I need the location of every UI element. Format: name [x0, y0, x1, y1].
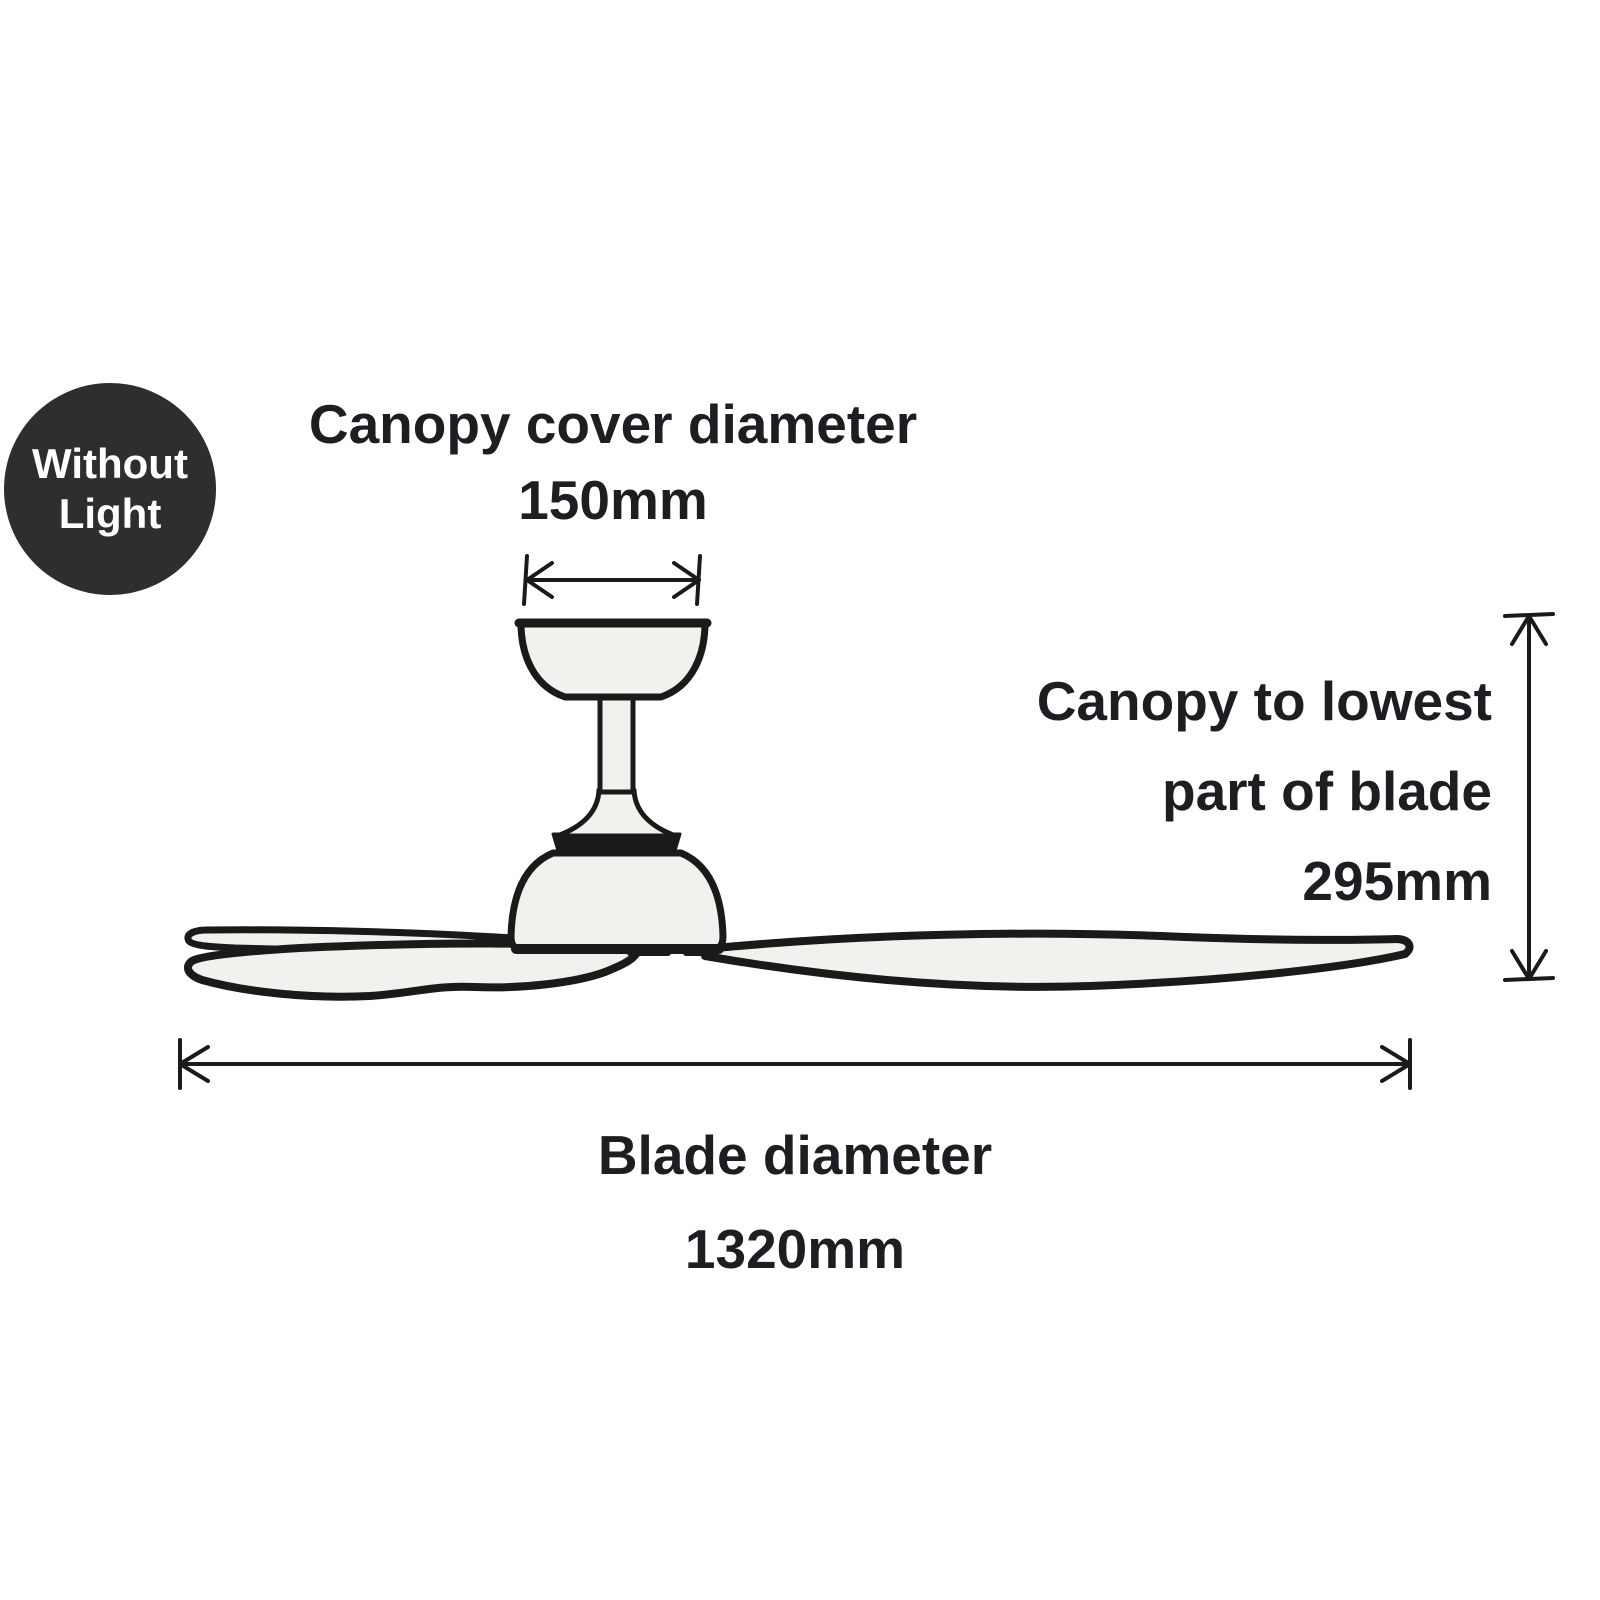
- canopy-arrow-left-head: [525, 561, 554, 599]
- blade-diameter-label-text: Blade diameter: [597, 1124, 993, 1186]
- canopy-diameter-arrow: [522, 554, 702, 606]
- canopy-to-blade-text-1: Canopy to lowest: [1036, 670, 1492, 732]
- blade-diameter-value: 1320mm: [684, 1218, 906, 1280]
- canopy-cover-label-text: Canopy cover diameter: [308, 393, 918, 455]
- canopy-cover-value: 150mm: [518, 469, 708, 531]
- canopy-shape: [517, 619, 709, 701]
- right-blade-shape: [701, 929, 1414, 991]
- fan-blades: [183, 926, 1414, 1001]
- motor-housing: [507, 787, 727, 956]
- badge-line-2: Light: [58, 490, 162, 537]
- blade-diameter-arrow: [178, 1038, 1412, 1090]
- motor-dome-shape: [507, 849, 727, 953]
- downrod-shape: [597, 691, 636, 795]
- height-dimension-arrow: [1503, 612, 1555, 982]
- canopy-to-blade-text-2: part of blade: [1161, 760, 1492, 822]
- canopy-to-blade-value: 295mm: [1302, 850, 1492, 912]
- badge-line-1: Without: [32, 440, 188, 487]
- blade-diameter-label: Blade diameter 1320mm: [445, 1108, 1145, 1296]
- blade-arrow-left-head: [178, 1045, 210, 1083]
- canopy-cover-diameter-label: Canopy cover diameter 150mm: [263, 386, 963, 538]
- canopy-to-blade-label: Canopy to lowest part of blade 295mm: [932, 656, 1492, 926]
- without-light-badge: Without Light: [4, 383, 216, 595]
- height-arrow-bottom-head: [1510, 949, 1548, 981]
- canopy-arrow-right-head: [672, 561, 701, 599]
- downrod-flare-shape: [554, 787, 679, 839]
- blade-arrow-right-head: [1380, 1045, 1412, 1083]
- left-front-blade-shape: [183, 939, 642, 1001]
- height-arrow-top-head: [1510, 614, 1548, 646]
